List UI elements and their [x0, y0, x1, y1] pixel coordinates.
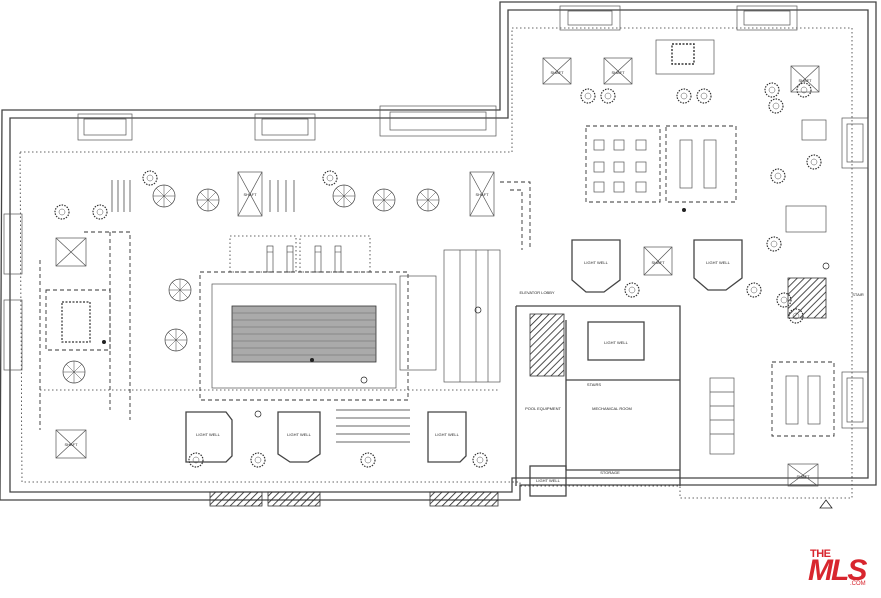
svg-text:STORAGE: STORAGE: [600, 470, 620, 475]
svg-text:SHAFT: SHAFT: [550, 70, 564, 75]
svg-text:MECHANICAL ROOM: MECHANICAL ROOM: [592, 406, 632, 411]
shaft-1: SHAFT: [237, 171, 263, 217]
svg-text:LIGHT WELL: LIGHT WELL: [196, 432, 220, 437]
light-well-7: LIGHT WELL: [529, 465, 567, 497]
shaft-4: SHAFT: [55, 429, 87, 459]
svg-text:SHAFT: SHAFT: [611, 70, 625, 75]
shaft-6: SHAFT: [603, 57, 633, 85]
svg-text:SHAFT: SHAFT: [475, 192, 489, 197]
shaft-9: SHAFT: [787, 463, 819, 487]
svg-text:STAIRS: STAIRS: [587, 382, 601, 387]
svg-text:SHAFT: SHAFT: [651, 260, 665, 265]
svg-text:LIGHT WELL: LIGHT WELL: [706, 260, 730, 265]
svg-text:LIGHT WELL: LIGHT WELL: [536, 478, 560, 483]
svg-text:LIGHT WELL: LIGHT WELL: [584, 260, 608, 265]
logo-mls: MLS: [808, 554, 867, 587]
logo-the: THE: [810, 548, 831, 560]
svg-text:LIGHT WELL: LIGHT WELL: [604, 340, 628, 345]
svg-text:SHAFT: SHAFT: [64, 442, 78, 447]
dining-tables: [585, 39, 835, 437]
svg-text:SHAFT: SHAFT: [243, 192, 257, 197]
svg-text:SHAFT: SHAFT: [796, 474, 810, 479]
shaft-5: SHAFT: [542, 57, 572, 85]
planters: [54, 82, 822, 468]
light-well-5: LIGHT WELL: [693, 239, 743, 291]
svg-text:POOL EQUIPMENT: POOL EQUIPMENT: [525, 406, 561, 411]
shaft-7: SHAFT: [790, 65, 820, 93]
exterior-walls: [0, 1, 877, 507]
light-well-1: LIGHT WELL: [185, 411, 233, 463]
mls-logo: THE MLS .COM: [808, 548, 870, 588]
svg-text:LIGHT WELL: LIGHT WELL: [287, 432, 311, 437]
interior-partitions: ELEVATOR LOBBY POOL EQUIPMENT STAIRS MEC…: [515, 277, 864, 486]
svg-text:LIGHT WELL: LIGHT WELL: [435, 432, 459, 437]
walkways: [39, 180, 531, 443]
shaft-2: SHAFT: [469, 171, 495, 217]
svg-text:STAIR: STAIR: [852, 292, 864, 297]
section-markers: [102, 208, 833, 509]
logo-com: .COM: [850, 581, 866, 587]
shaft-8: SHAFT: [643, 246, 673, 276]
light-well-3: LIGHT WELL: [427, 411, 467, 463]
svg-text:SHAFT: SHAFT: [798, 78, 812, 83]
light-well-4: LIGHT WELL: [571, 239, 621, 293]
pool-area: [199, 235, 501, 401]
shafts: SHAFT SHAFT SHAFT SHAFT SHAFT SHAFT SHAF…: [55, 57, 820, 487]
light-well-2: LIGHT WELL: [277, 411, 321, 463]
light-well-6: LIGHT WELL: [587, 321, 645, 361]
light-wells: LIGHT WELL LIGHT WELL LIGHT WELL LIGHT W…: [185, 239, 743, 497]
shaft-3: [55, 237, 87, 267]
svg-text:ELEVATOR LOBBY: ELEVATOR LOBBY: [519, 290, 554, 295]
